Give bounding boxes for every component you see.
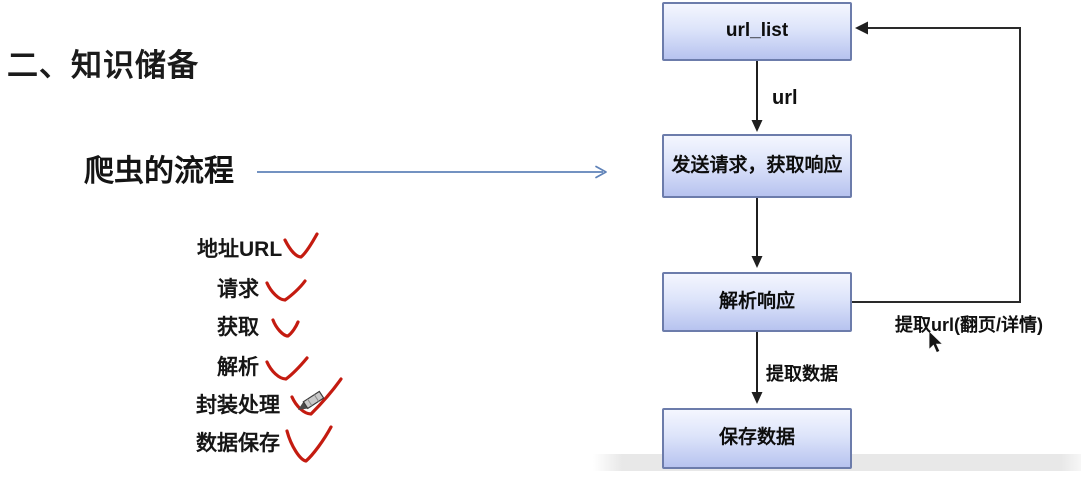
flow-node-label: 保存数据 xyxy=(718,427,795,449)
checkmark-icon xyxy=(271,318,300,338)
flow-node-save-data: 保存数据 xyxy=(662,408,852,469)
lead-arrow xyxy=(257,165,607,179)
checkmark-icon xyxy=(290,377,343,416)
checklist-item-url: 地址URL xyxy=(197,238,283,261)
edge-parse-to-urllist-loop xyxy=(852,21,1021,303)
edge-label-extract-data: 提取数据 xyxy=(766,364,838,384)
flow-node-label: 发送请求，获取响应 xyxy=(671,154,843,176)
crawler-process-label: 爬虫的流程 xyxy=(84,155,234,188)
edge-send-to-parse xyxy=(751,198,763,268)
edge-label-extract-url: 提取url(翻页/详情) xyxy=(895,315,1043,335)
checklist-item-fetch: 获取 xyxy=(217,316,259,339)
checklist-item-save: 数据保存 xyxy=(196,432,280,455)
page-title: 二、知识储备 xyxy=(7,48,199,83)
flow-node-parse-response: 解析响应 xyxy=(662,272,852,332)
pencil-cursor-icon xyxy=(298,390,325,410)
flow-node-url-list: url_list xyxy=(662,2,852,61)
checklist-item-package: 封装处理 xyxy=(196,394,280,417)
checklist-item-parse: 解析 xyxy=(217,356,259,379)
flow-node-label: 解析响应 xyxy=(718,290,795,312)
flow-node-send-request: 发送请求，获取响应 xyxy=(662,134,852,198)
edge-urllist-to-send xyxy=(751,61,763,132)
flow-node-label: url_list xyxy=(725,20,789,42)
checkmark-icon xyxy=(285,425,333,463)
checklist-item-request: 请求 xyxy=(217,278,259,301)
checkmark-icon xyxy=(283,232,319,259)
edge-parse-to-save xyxy=(751,332,763,404)
edge-label-url: url xyxy=(772,87,798,109)
checkmark-icon xyxy=(265,356,309,381)
checkmark-icon xyxy=(265,279,307,302)
